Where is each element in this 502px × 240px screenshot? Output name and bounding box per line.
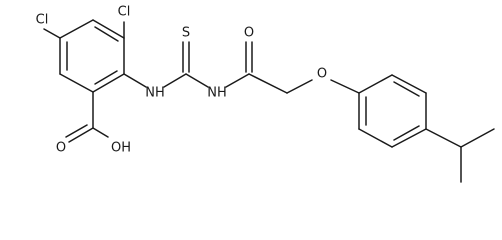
bond <box>358 74 393 94</box>
bond <box>185 73 209 88</box>
bond <box>358 128 393 148</box>
bond <box>460 128 495 148</box>
bond <box>68 127 94 143</box>
atom-sulfur: S <box>182 26 190 41</box>
bond-double-inner <box>94 26 119 42</box>
bond <box>330 79 360 94</box>
atom-oxygen-ether: O <box>317 67 327 82</box>
bond <box>225 73 250 88</box>
atom-hydroxyl: OH <box>111 141 131 156</box>
atom-nitrogen-h: NH <box>207 86 227 101</box>
bond <box>123 73 147 88</box>
bond <box>59 73 94 93</box>
bond <box>59 19 94 39</box>
bond-double-inner <box>393 81 420 97</box>
structure-canvas: Cl Cl S NH NH O O O OH <box>36 5 495 183</box>
bond <box>43 28 61 39</box>
molecule-drawing: Cl Cl S NH NH O O O OH <box>36 5 495 183</box>
bond <box>92 73 125 93</box>
bond <box>248 73 288 94</box>
bond <box>391 128 427 148</box>
bond <box>92 19 125 39</box>
bond <box>286 79 313 94</box>
bond <box>391 74 427 94</box>
bond <box>163 73 187 88</box>
bond-double-inner <box>393 125 420 141</box>
bond-layer <box>43 19 495 183</box>
bond <box>92 127 109 138</box>
atom-chlorine: Cl <box>36 13 49 28</box>
atom-oxygen-carbonyl: O <box>244 26 254 41</box>
atom-oxygen-acid: O <box>56 141 66 156</box>
atom-chlorine: Cl <box>118 5 131 20</box>
bond <box>425 128 462 148</box>
atom-label-layer: Cl Cl S NH NH O O O OH <box>36 5 327 156</box>
bond-double-inner <box>65 124 88 138</box>
bond-double-inner <box>94 70 118 85</box>
atom-nitrogen-h: NH <box>145 86 165 101</box>
